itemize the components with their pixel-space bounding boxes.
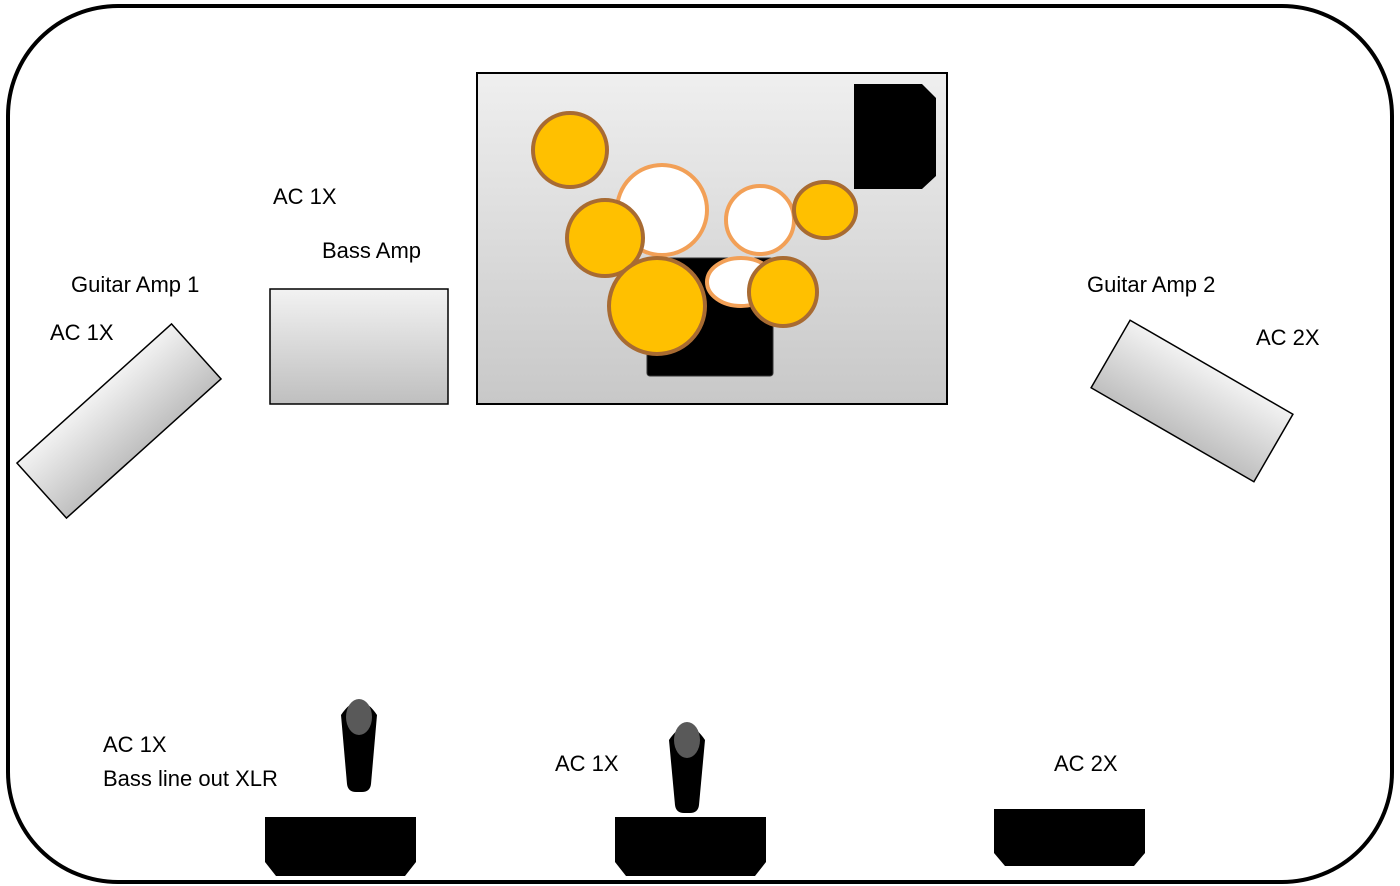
microphone-icon-left	[341, 699, 377, 792]
floor-wedge-monitor-icon-center	[615, 817, 766, 876]
guitar-amp-1	[15, 322, 223, 520]
cymbal-ride	[747, 256, 819, 328]
bass-amp	[269, 288, 449, 405]
right-monitor-power-label: AC 2X	[1054, 751, 1118, 776]
guitar-amp-2-label: Guitar Amp 2	[1087, 272, 1216, 297]
guitar-amp-2	[1090, 319, 1294, 483]
bass-amp-label: Bass Amp	[322, 238, 422, 263]
drum-riser-power-label: AC 1X	[273, 184, 337, 209]
floor-wedge-monitor-icon-right	[994, 809, 1145, 866]
guitar-amp-1-label: Guitar Amp 1	[71, 272, 200, 297]
cymbal-hihat	[565, 198, 645, 278]
bass-vocal-power-label: AC 1X	[103, 732, 167, 757]
center-vocal-power-label: AC 1X	[555, 751, 619, 776]
cymbal-crash-front	[607, 256, 707, 356]
bass-line-out-label: Bass line out XLR	[103, 766, 278, 791]
cymbal-crash-left	[531, 111, 609, 189]
floor-wedge-monitor-icon-left	[265, 817, 416, 876]
microphone-icon-center	[669, 722, 705, 813]
guitar-amp-1-power-label: AC 1X	[50, 320, 114, 345]
cymbal-ride-small	[792, 180, 858, 240]
stage-outline	[6, 4, 1394, 884]
guitar-amp-2-power-label: AC 2X	[1256, 325, 1320, 350]
drum-side-monitor	[854, 84, 936, 189]
drum-rack-tom-2	[724, 184, 796, 256]
